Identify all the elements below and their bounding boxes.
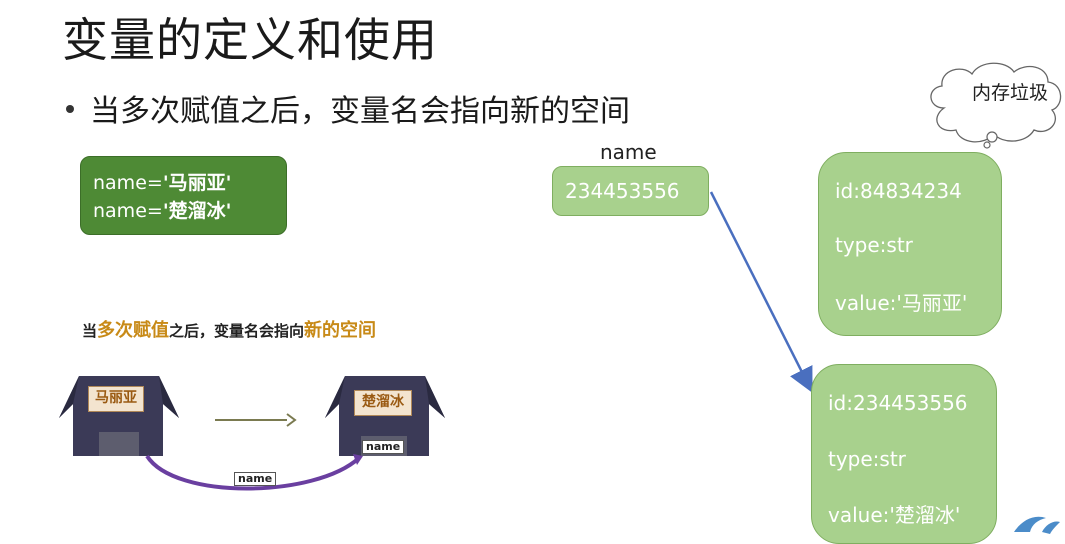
cloud-text: 内存垃圾 — [972, 82, 1049, 104]
memory-type: type:str — [835, 233, 913, 257]
page-title: 变量的定义和使用 — [62, 13, 438, 67]
code-line-2: name='楚溜冰' — [93, 197, 286, 225]
corner-logo-icon — [1014, 516, 1060, 534]
variable-value-box: 234453556 — [552, 166, 709, 216]
illustration-caption: 当多次赋值之后，变量名会指向新的空间 — [82, 316, 376, 342]
house-1-label: 马丽亚 — [88, 386, 144, 412]
memory-id: id:234453556 — [828, 391, 968, 415]
memory-value: value:'楚溜冰' — [828, 503, 961, 527]
cloud-icon — [930, 62, 1062, 149]
bullet-point: 当多次赋值之后，变量名会指向新的空间 — [66, 86, 630, 130]
house-2-label: 楚溜冰 — [354, 390, 412, 416]
memory-id: id:84834234 — [835, 179, 962, 203]
memory-box-old: id:84834234 type:str value:'马丽亚' — [818, 152, 1002, 336]
code-box: name='马丽亚' name='楚溜冰' — [80, 156, 287, 235]
house-2-name-tag: name — [362, 440, 405, 454]
code-line-1-prefix: name= — [93, 172, 163, 194]
code-line-2-value: '楚溜冰' — [162, 200, 232, 222]
bullet-text: 当多次赋值之后，变量名会指向新的空间 — [90, 94, 630, 129]
caption-part-3: 之后，变量名会指向 — [169, 322, 305, 340]
curve-name-tag: name — [234, 472, 277, 486]
bullet-dot — [66, 104, 74, 113]
variable-name-label: name — [600, 140, 657, 164]
caption-part-4: 新的空间 — [304, 320, 377, 341]
memory-box-new: id:234453556 type:str value:'楚溜冰' — [811, 364, 997, 544]
memory-type: type:str — [828, 447, 906, 471]
memory-value: value:'马丽亚' — [835, 291, 968, 315]
code-line-1: name='马丽亚' — [93, 169, 286, 197]
code-line-1-value: '马丽亚' — [162, 172, 232, 194]
caption-part-1: 当 — [82, 322, 98, 340]
code-line-2-prefix: name= — [93, 200, 163, 222]
caption-part-2: 多次赋值 — [97, 320, 170, 341]
